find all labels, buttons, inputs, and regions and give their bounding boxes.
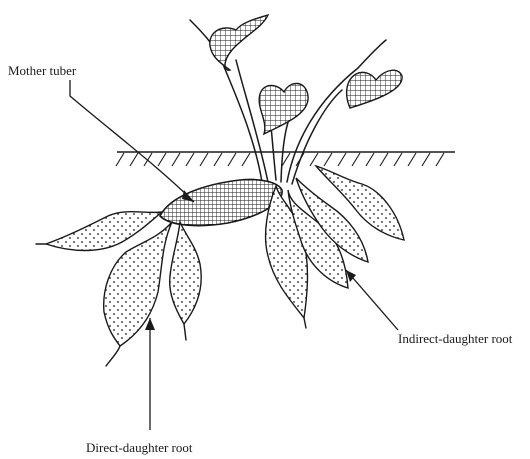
indirect-root-tails bbox=[304, 318, 306, 328]
leader-lines bbox=[70, 80, 398, 430]
indirect-daughter-roots bbox=[266, 166, 404, 318]
mother-tuber-label: Mother tuber bbox=[8, 63, 77, 78]
direct-daughter-roots bbox=[46, 212, 201, 346]
mother-tuber-leader bbox=[70, 80, 194, 202]
indirect-root-leader bbox=[346, 270, 398, 330]
indirect-daughter-root-label: Indirect-daughter root bbox=[398, 331, 513, 346]
direct-daughter-root-label: Direct-daughter root bbox=[86, 440, 193, 455]
leaves bbox=[210, 15, 402, 134]
leaf-right bbox=[347, 70, 402, 108]
ground-surface bbox=[116, 152, 455, 166]
leaf-top bbox=[210, 15, 268, 70]
leaf-middle bbox=[259, 83, 308, 134]
